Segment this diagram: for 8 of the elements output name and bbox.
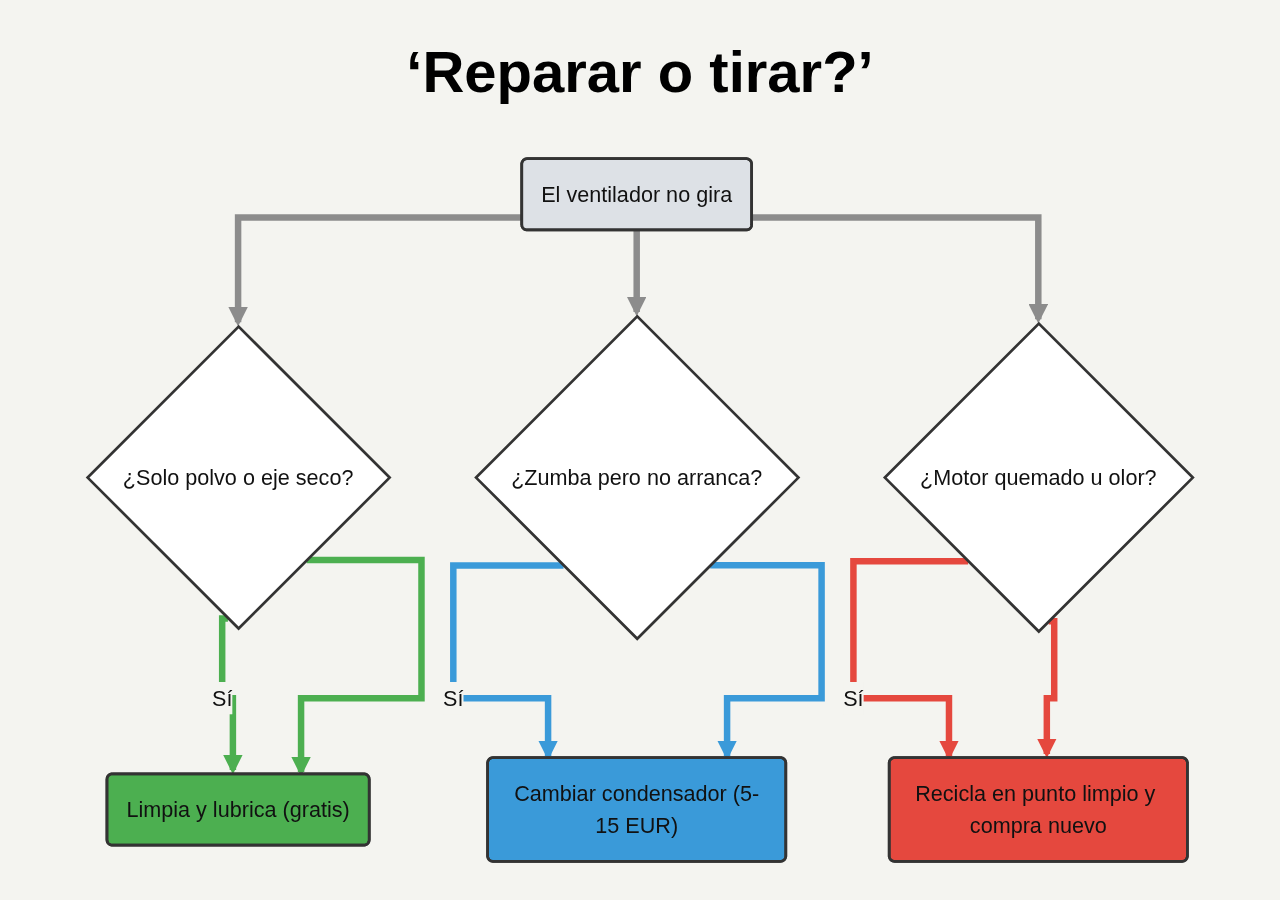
title: ‘Reparar o tirar?’ — [406, 40, 874, 104]
node-diamond: ¿Solo polvo o eje seco? — [85, 324, 392, 631]
edge-label: Sí — [211, 686, 233, 711]
arrow — [751, 214, 1048, 324]
node-diamond: ¿Motor quemado u olor? — [882, 321, 1195, 634]
edge-label: Sí — [842, 686, 864, 711]
edge-label: Sí — [442, 686, 464, 711]
node-diamond: ¿Zumba pero no arranca? — [473, 314, 801, 641]
